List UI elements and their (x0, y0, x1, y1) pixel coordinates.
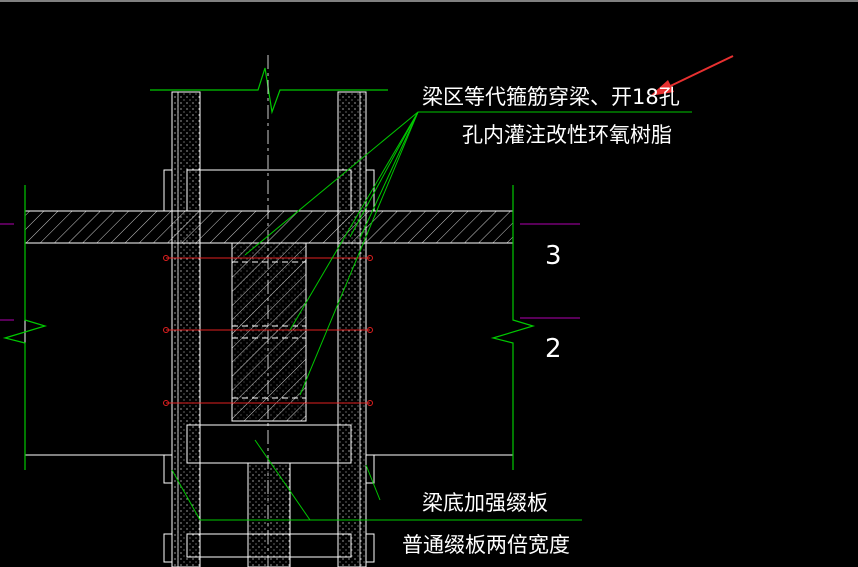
leader-lines-note2 (171, 439, 582, 521)
leader-lines-note1 (244, 111, 692, 396)
note1-line1: 梁区等代箍筋穿梁、开18孔 (422, 85, 680, 109)
level-lines (0, 223, 580, 321)
column-break-line (150, 67, 388, 115)
note1-line2: 孔内灌注改性环氧树脂 (462, 123, 672, 147)
right-break-line (490, 185, 536, 470)
column-core-lower (247, 462, 291, 567)
level-label-upper: 3 (545, 241, 562, 271)
note2-line2: 普通缀板两倍宽度 (402, 533, 570, 557)
red-arrow-icon (650, 55, 734, 96)
floor-slab (24, 210, 514, 244)
level-label-lower: 2 (545, 334, 562, 364)
left-break-line (2, 185, 48, 470)
beam-core (231, 242, 307, 422)
red-rebar-group (163, 255, 373, 406)
note2-line1: 梁底加强缀板 (422, 491, 548, 515)
